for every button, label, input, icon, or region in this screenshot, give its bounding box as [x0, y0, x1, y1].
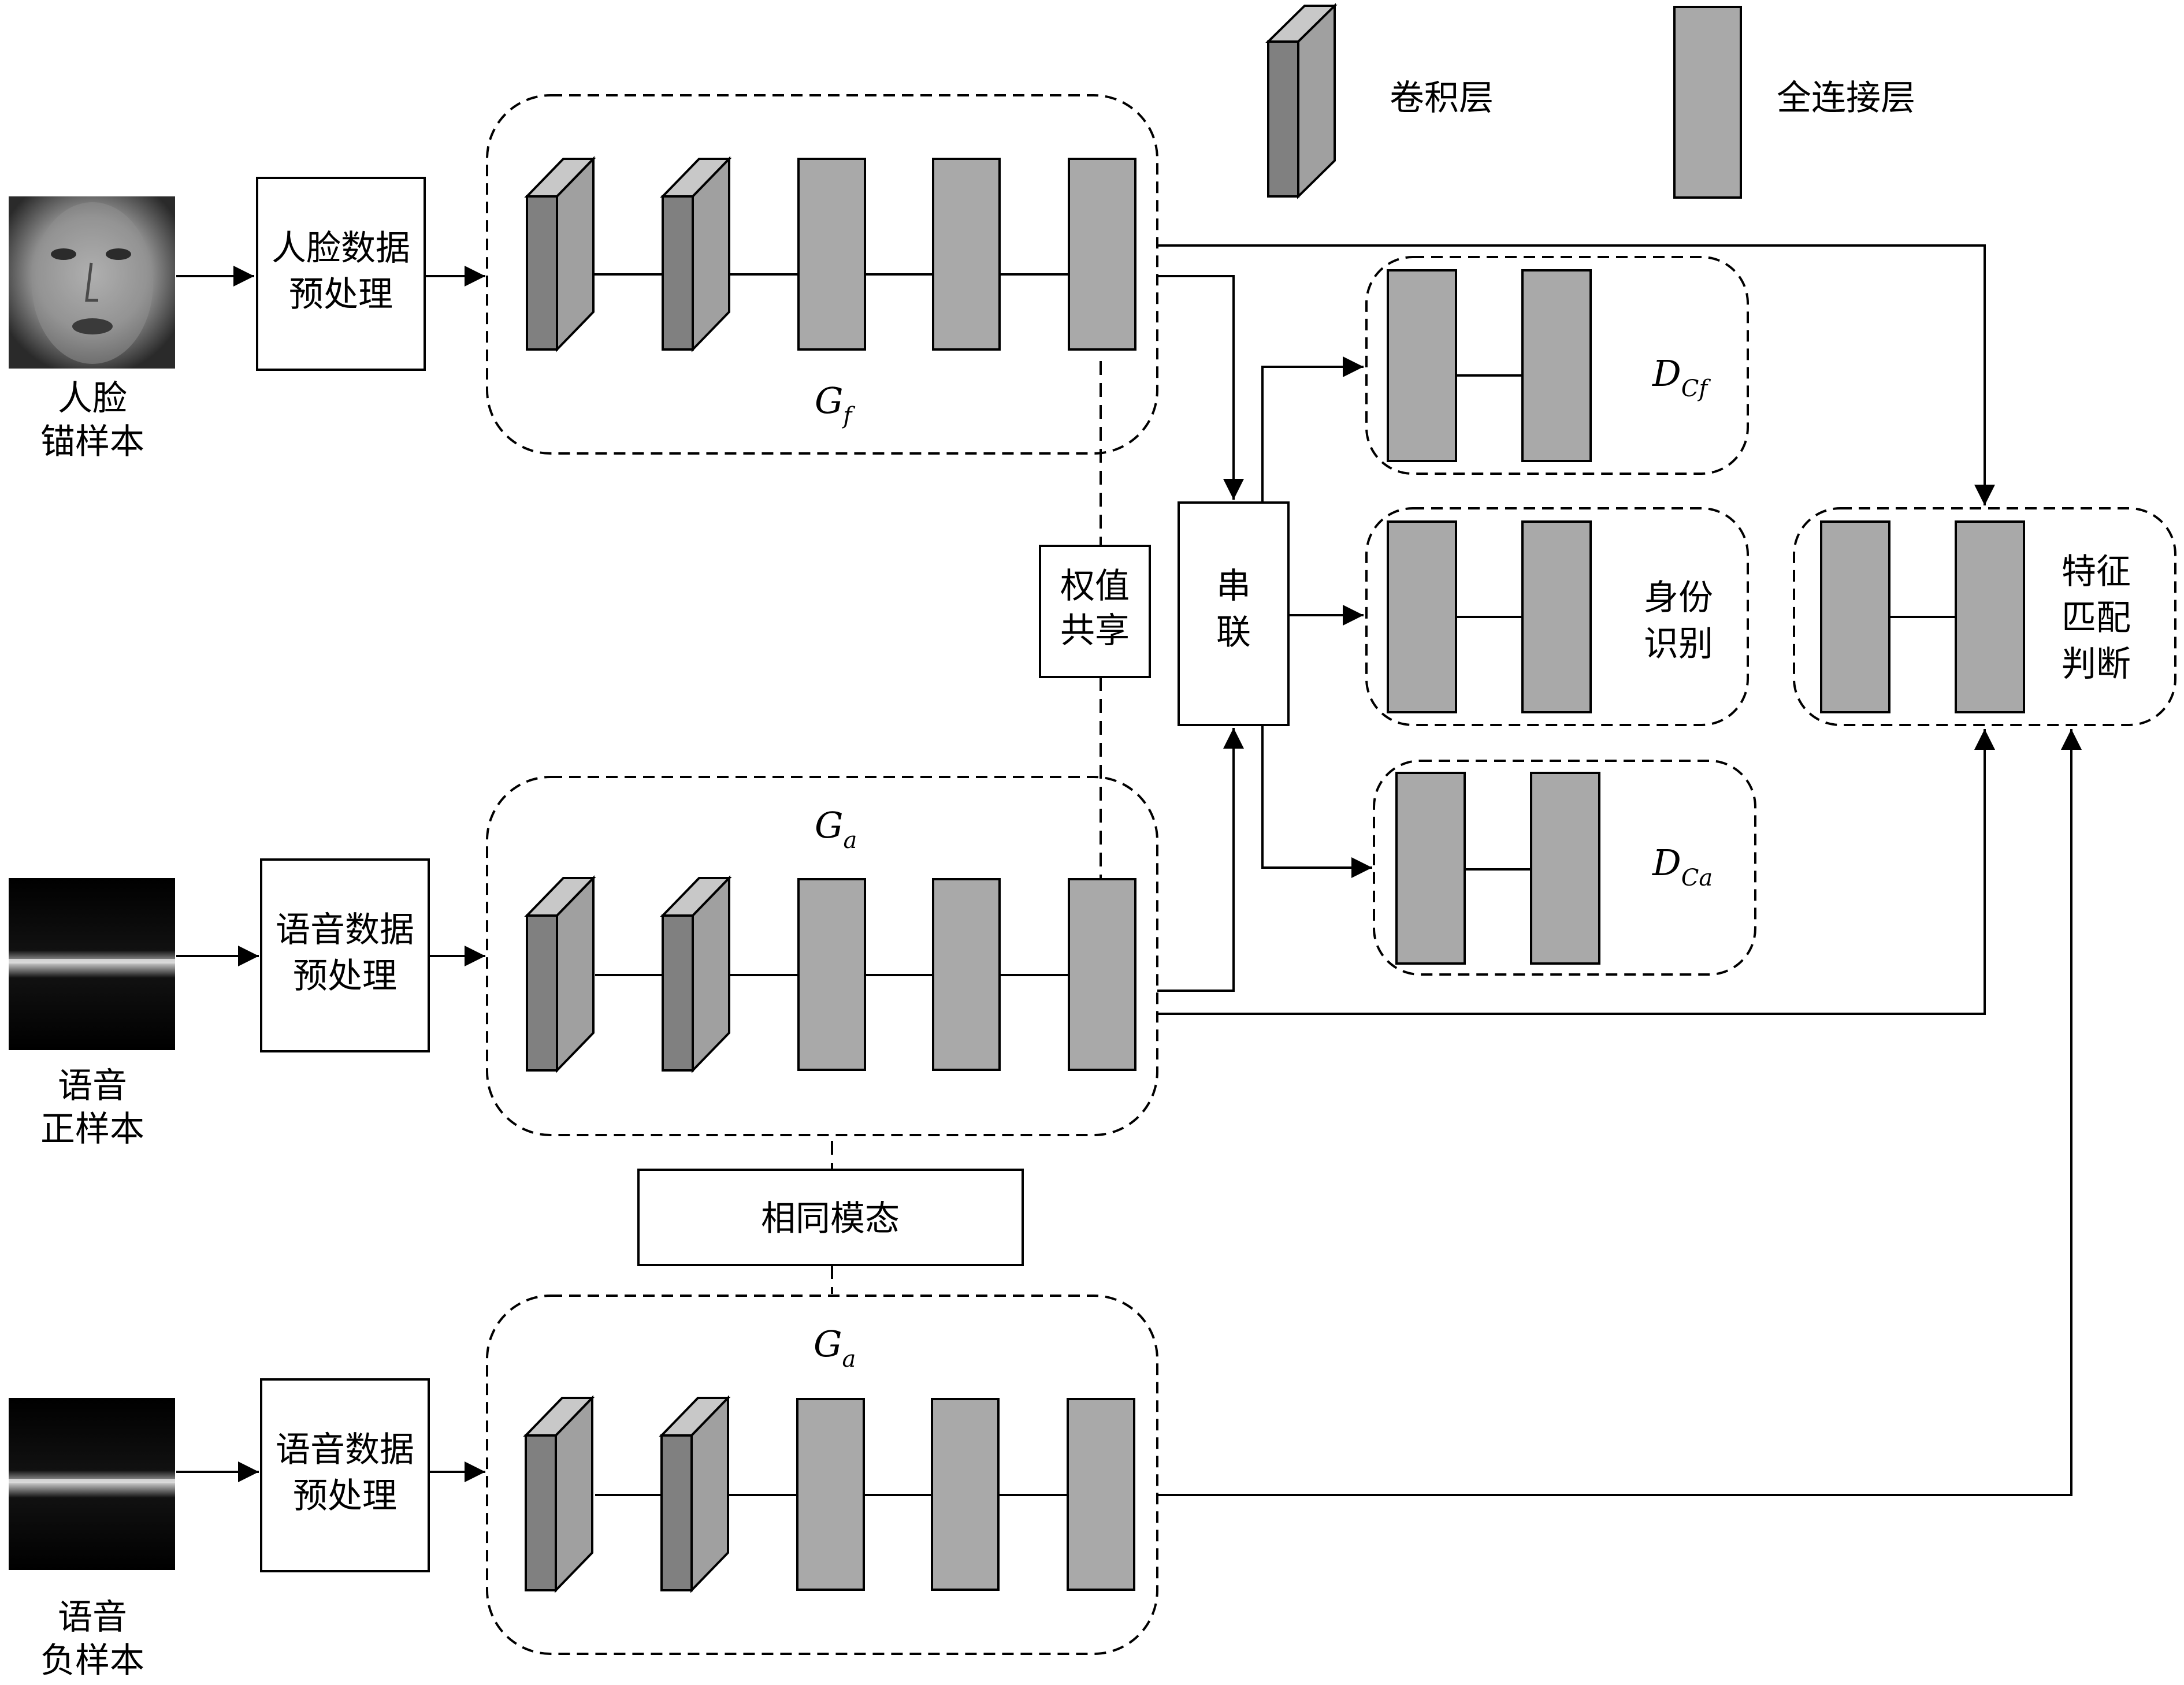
identity-line2: 识别	[1644, 624, 1713, 664]
weight-share-line1: 权值	[1060, 566, 1130, 607]
voice-negative-label-line1: 语音	[58, 1597, 127, 1638]
ga-neg-conv-layer-1	[523, 1395, 595, 1593]
gf-conv-layer-1	[524, 156, 596, 352]
ga-pos-label: Ga	[815, 804, 857, 854]
same-modality-label: 相同模态	[761, 1199, 900, 1239]
gf-fc-layer-1	[797, 158, 866, 351]
ga-neg-label: Ga	[814, 1323, 856, 1372]
arrow-gf-to-concat	[1157, 275, 1244, 500]
concat-box: 串 联	[1178, 501, 1290, 726]
face-anchor-label-line1: 人脸	[58, 378, 127, 419]
voice-neg-preprocess-box: 语音数据 预处理	[260, 1378, 430, 1572]
ga-pos-fc-layer-1	[797, 878, 866, 1071]
face-preprocess-box: 人脸数据 预处理	[256, 177, 426, 371]
voice-neg-preprocess-line2: 预处理	[293, 1476, 397, 1516]
matching-line1: 特征	[2062, 552, 2131, 592]
matching-line2: 匹配	[2062, 598, 2131, 638]
dcf-fc-layer-2	[1521, 269, 1592, 462]
identity-fc-layer-2	[1521, 520, 1592, 713]
ga-neg-fc-layer-3	[1067, 1398, 1135, 1591]
discriminator-dca: DCa	[1373, 760, 1756, 976]
face-preprocess-line2: 预处理	[289, 274, 393, 315]
identity-fc-layer-1	[1387, 520, 1457, 713]
dca-fc-layer-1	[1395, 772, 1466, 965]
discriminator-dcf: DCf	[1365, 256, 1749, 475]
face-anchor-image	[9, 196, 175, 369]
legend-conv-label: 卷积层	[1390, 78, 1494, 118]
face-anchor-label-line2: 锚样本	[40, 422, 144, 462]
gf-fc-layer-2	[932, 158, 1001, 351]
arrow-concat-to-dcf	[1261, 356, 1364, 503]
gf-conv-layer-2	[660, 156, 732, 352]
gf-fc-layer-3	[1068, 158, 1136, 351]
ga-pos-fc-layer-3	[1068, 878, 1136, 1071]
concat-line2: 联	[1216, 612, 1251, 653]
arrow-ga-pos-to-concat	[1157, 728, 1244, 992]
voice-pos-preprocess-line1: 语音数据	[276, 910, 414, 950]
identity-line1: 身份	[1644, 578, 1713, 618]
feature-matching-box: 特征 匹配 判断	[1793, 507, 2176, 726]
gf-label: Gf	[815, 380, 856, 429]
ga-pos-fc-layer-2	[932, 878, 1001, 1071]
network-gf: Gf	[486, 94, 1158, 455]
legend: 卷积层 全连接层	[1265, 3, 1915, 199]
voice-pos-preprocess-line2: 预处理	[293, 956, 397, 996]
dca-label: DCa	[1652, 842, 1713, 891]
identity-classifier: 身份 识别	[1365, 507, 1749, 726]
weight-share-line2: 共享	[1060, 611, 1130, 651]
network-ga-positive: Ga	[486, 776, 1158, 1136]
network-ga-negative: Ga	[486, 1295, 1158, 1655]
voice-positive-spectrogram-image	[9, 878, 175, 1050]
ga-neg-fc-layer-2	[931, 1398, 1000, 1591]
matching-fc-layer-2	[1955, 520, 2025, 713]
legend-fc-label: 全连接层	[1777, 78, 1915, 118]
arrow-ga-pos-to-matching	[1157, 729, 1995, 1015]
ga-neg-fc-layer-1	[796, 1398, 865, 1591]
matching-line3: 判断	[2062, 644, 2131, 685]
voice-positive-label-line1: 语音	[58, 1066, 127, 1106]
legend-conv-layer-icon	[1265, 3, 1338, 199]
ga-pos-conv-layer-2	[660, 875, 732, 1073]
voice-pos-preprocess-box: 语音数据 预处理	[260, 858, 430, 1052]
voice-positive-label-line2: 正样本	[40, 1109, 144, 1150]
weight-share-box: 权值 共享	[1039, 545, 1151, 678]
arrow-gf-to-matching	[1157, 244, 1995, 505]
voice-neg-preprocess-line1: 语音数据	[276, 1430, 414, 1470]
dcf-fc-layer-1	[1387, 269, 1457, 462]
same-modality-box: 相同模态	[637, 1169, 1024, 1266]
voice-negative-spectrogram-image	[9, 1398, 175, 1570]
arrow-concat-to-dca	[1261, 725, 1372, 878]
face-preprocess-line1: 人脸数据	[272, 228, 410, 269]
concat-line1: 串	[1216, 566, 1251, 607]
arrow-ga-neg-to-matching	[1157, 729, 2082, 1496]
legend-fc-layer-icon	[1673, 6, 1742, 199]
dcf-label: DCf	[1652, 352, 1711, 402]
voice-negative-label-line2: 负样本	[40, 1641, 144, 1681]
ga-neg-conv-layer-2	[659, 1395, 731, 1593]
ga-pos-conv-layer-1	[524, 875, 596, 1073]
matching-fc-layer-1	[1820, 520, 1890, 713]
dca-fc-layer-2	[1530, 772, 1600, 965]
